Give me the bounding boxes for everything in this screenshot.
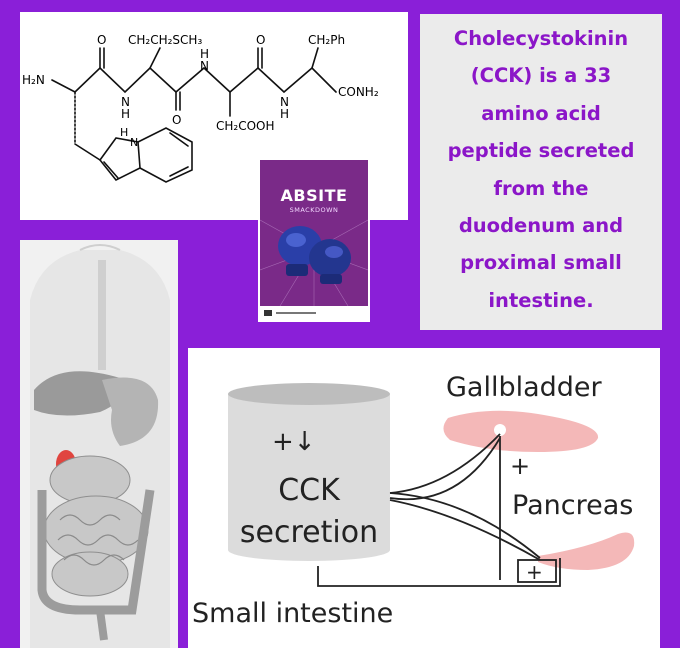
carbonyl-o-label: O — [172, 113, 181, 127]
amide-n-label: N — [200, 59, 209, 73]
gallbladder-plus-sign: + — [510, 452, 530, 480]
description-line: amino acid — [481, 101, 601, 125]
cck-action-diagram: +↓ CCK secretion Gallbladder Pancreas Sm… — [192, 372, 635, 629]
carbonyl-o-label: O — [97, 33, 106, 47]
pancreas-label: Pancreas — [512, 490, 633, 521]
book-cover-image: ABSITE SMACKDOWN — [258, 158, 370, 322]
description-panel: Cholecystokinin (CCK) is a 33 amino acid… — [420, 14, 662, 330]
book-title: ABSITE — [280, 186, 348, 205]
book-footer — [262, 308, 366, 320]
cck-chemical-structure: H₂N O CH₂CH₂SCH₃ O CH₂Ph N H N H N H CON… — [22, 33, 379, 183]
indole-h-label: H — [120, 126, 128, 139]
description-line: duodenum and — [458, 214, 624, 238]
chemical-structure-panel: H₂N O CH₂CH₂SCH₃ O CH₂Ph N H N H N H CON… — [20, 12, 408, 220]
description-line: from the — [493, 176, 589, 200]
book-subtitle: SMACKDOWN — [289, 206, 339, 214]
publisher-logo-icon — [264, 310, 316, 316]
book-cover-art: ABSITE SMACKDOWN — [260, 160, 368, 306]
side-chain-phe-label: CH₂Ph — [308, 33, 345, 47]
conh2-label: CONH₂ — [338, 85, 379, 99]
digestive-anatomy-image — [30, 244, 170, 648]
pancreas-plus-sign: + — [526, 560, 543, 584]
cck-action-diagram-panel: +↓ CCK secretion Gallbladder Pancreas Sm… — [188, 348, 660, 648]
amide-n-label: N — [280, 95, 289, 109]
amide-h-label: H — [280, 107, 289, 121]
cck-sign-label: +↓ — [272, 427, 316, 457]
carbonyl-o-label: O — [256, 33, 265, 47]
hormone-pathway-lines — [317, 433, 561, 587]
description-line: (CCK) is a 33 — [470, 64, 612, 88]
small-intestine-label: Small intestine — [192, 598, 393, 629]
description-line: peptide secreted — [447, 139, 635, 163]
secretion-label: secretion — [240, 515, 378, 550]
side-chain-met-label: CH₂CH₂SCH₃ — [128, 33, 202, 47]
anatomy-illustration-panel — [20, 240, 178, 648]
duct-opening-marker — [494, 424, 506, 436]
description-line: intestine. — [488, 288, 594, 312]
cck-label: CCK — [278, 473, 341, 508]
boxing-gloves-icon — [260, 219, 368, 306]
gallbladder-label: Gallbladder — [446, 372, 603, 403]
cck-cylinder — [228, 383, 390, 561]
description-line: Cholecystokinin — [453, 27, 629, 50]
ch2cooh-label: CH₂COOH — [216, 119, 275, 133]
description-line: proximal small — [460, 251, 622, 275]
amide-n-label: N — [121, 95, 130, 109]
gallbladder-shape — [443, 410, 599, 452]
indole-n-label: N — [130, 136, 138, 149]
amide-h-label: H — [121, 107, 130, 121]
pancreas-shape — [538, 532, 635, 570]
amide-h-label: H — [200, 47, 209, 61]
h2n-label: H₂N — [22, 73, 45, 87]
description-text: Cholecystokinin (CCK) is a 33 amino acid… — [420, 20, 662, 319]
